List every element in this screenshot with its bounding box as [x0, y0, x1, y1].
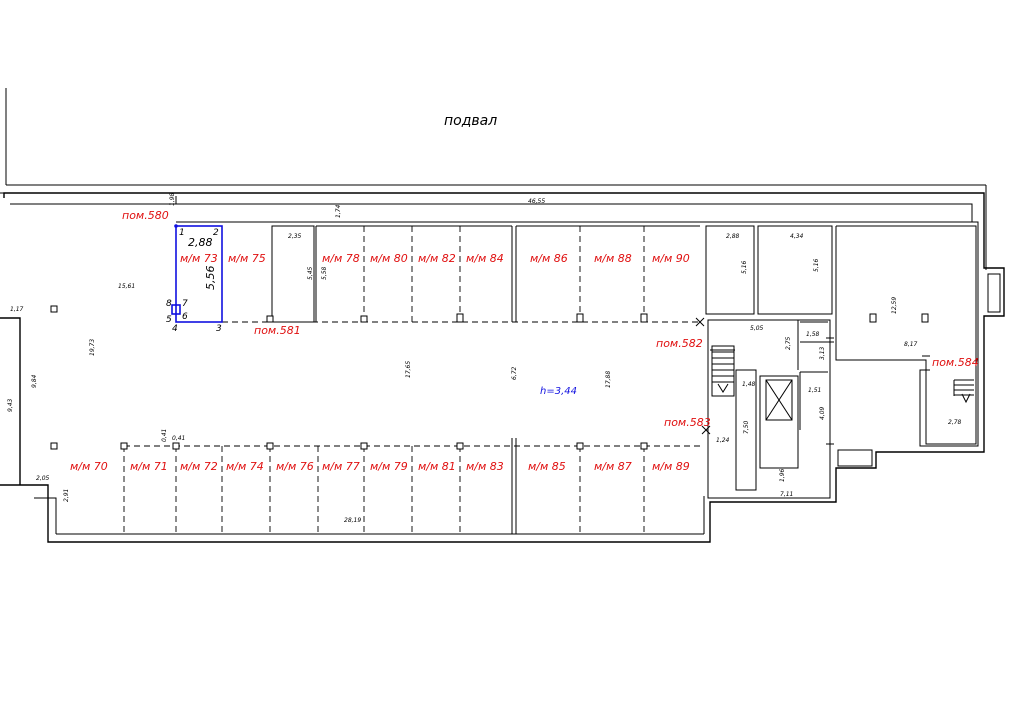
- space-label[interactable]: м/м 75: [228, 252, 266, 265]
- dim-label: 2,91: [63, 489, 70, 502]
- ceiling-height-label: h=3,44: [540, 386, 577, 397]
- space-label[interactable]: м/м 83: [466, 460, 504, 473]
- space-label[interactable]: м/м 87: [594, 460, 632, 473]
- space-label[interactable]: м/м 90: [652, 252, 690, 265]
- point-label: 7: [182, 299, 188, 309]
- space-73-length: 5,56: [204, 266, 217, 291]
- dim-label: 2,35: [288, 233, 302, 240]
- dim-label: 5,16: [813, 258, 820, 272]
- dim-label: 1,96: [779, 468, 786, 482]
- dim-label: 12,59: [891, 297, 898, 314]
- dim-label: 1,24: [716, 437, 730, 444]
- dim-label: 5,05: [750, 325, 764, 332]
- dim-label: 2,75: [785, 336, 792, 350]
- space-label[interactable]: м/м 76: [276, 460, 314, 473]
- room-labels: пом.580 пом.581 пом.582 пом.583 пом.584: [122, 209, 979, 429]
- point-label: 2: [213, 228, 219, 238]
- space-label[interactable]: м/м 80: [370, 252, 408, 265]
- space-label[interactable]: м/м 74: [226, 460, 264, 473]
- dim-label: 1,58: [806, 331, 820, 338]
- space-label[interactable]: м/м 78: [322, 252, 360, 265]
- dim-label: 9,84: [31, 374, 38, 388]
- room-label-581: пом.581: [254, 324, 301, 337]
- dim-label: 0,41: [172, 435, 185, 442]
- space-label[interactable]: м/м 72: [180, 460, 218, 473]
- dim-label: 2,78: [948, 419, 962, 426]
- room-label-584: пом.584: [932, 356, 979, 369]
- dim-label: 2,88: [726, 233, 740, 240]
- dim-label: 5,16: [741, 260, 748, 274]
- selected-space-73[interactable]: [171, 224, 223, 323]
- space-label[interactable]: м/м 85: [528, 460, 566, 473]
- point-label: 5: [166, 315, 172, 325]
- stair-left: [711, 345, 735, 397]
- space-label[interactable]: м/м 86: [530, 252, 568, 265]
- stair-core: [707, 319, 974, 499]
- point-label: 4: [172, 324, 178, 334]
- room-label-583: пом.583: [664, 416, 711, 429]
- space-label[interactable]: м/м 73: [180, 252, 218, 265]
- space-label[interactable]: м/м 84: [466, 252, 504, 265]
- dim-label: 15,61: [118, 283, 135, 290]
- bottom-space-labels: м/м 70 м/м 71 м/м 72 м/м 74 м/м 76 м/м 7…: [70, 460, 690, 473]
- dim-label: 9,43: [7, 398, 14, 412]
- dim-label: 1,17: [10, 306, 24, 313]
- dim-label: 1,48: [742, 381, 756, 388]
- dimension-labels: 46,55 1,74 1,98 2,35 5,45 5,58 15,61 1,1…: [7, 192, 962, 524]
- outer-walls: [0, 88, 1005, 543]
- dim-label: 28,19: [344, 517, 361, 524]
- dim-label: 4,34: [790, 233, 804, 240]
- dim-label: 46,55: [528, 198, 545, 205]
- point-label: 6: [182, 312, 188, 322]
- dim-label: 1,51: [808, 387, 821, 394]
- space-label[interactable]: м/м 81: [418, 460, 456, 473]
- dim-label: 1,98: [169, 192, 176, 206]
- door-marks: [175, 196, 930, 445]
- space-label[interactable]: м/м 79: [370, 460, 408, 473]
- dim-label: 7,11: [780, 491, 793, 498]
- dim-label: 5,58: [321, 266, 328, 280]
- dim-label: 17,65: [405, 361, 412, 378]
- space-73-width: 2,88: [188, 236, 213, 249]
- dim-label: 3,13: [819, 346, 826, 360]
- dim-label: 4,09: [819, 406, 826, 420]
- dim-label: 1,74: [335, 204, 342, 218]
- point-label: 8: [166, 299, 172, 309]
- dim-label: 17,88: [605, 371, 612, 388]
- space-label[interactable]: м/м 88: [594, 252, 632, 265]
- stair-right: [953, 379, 974, 404]
- bottom-parking-row: [123, 438, 700, 534]
- point-label: 3: [216, 324, 222, 334]
- dim-label: 19,73: [89, 339, 96, 356]
- point-labels: 1 2 3 4 5 6 7 8: [166, 228, 222, 334]
- plan-title: подвал: [444, 113, 497, 129]
- dim-label: 8,17: [904, 341, 918, 348]
- columns: [50, 305, 929, 450]
- space-label[interactable]: м/м 77: [322, 460, 360, 473]
- dim-label: 7,50: [743, 420, 750, 434]
- room-label-582: пом.582: [656, 337, 703, 350]
- space-label[interactable]: м/м 70: [70, 460, 108, 473]
- space-label[interactable]: м/м 89: [652, 460, 690, 473]
- space-label[interactable]: м/м 71: [130, 460, 168, 473]
- space-label[interactable]: м/м 82: [418, 252, 456, 265]
- top-space-labels: м/м 73 м/м 75 м/м 78 м/м 80 м/м 82 м/м 8…: [180, 252, 690, 265]
- dim-label: 6,72: [511, 366, 518, 380]
- dim-label: 0,41: [161, 429, 168, 442]
- point-label: 1: [179, 228, 185, 238]
- dim-label: 5,45: [307, 266, 314, 280]
- room-label-580: пом.580: [122, 209, 169, 222]
- dim-label: 2,05: [36, 475, 50, 482]
